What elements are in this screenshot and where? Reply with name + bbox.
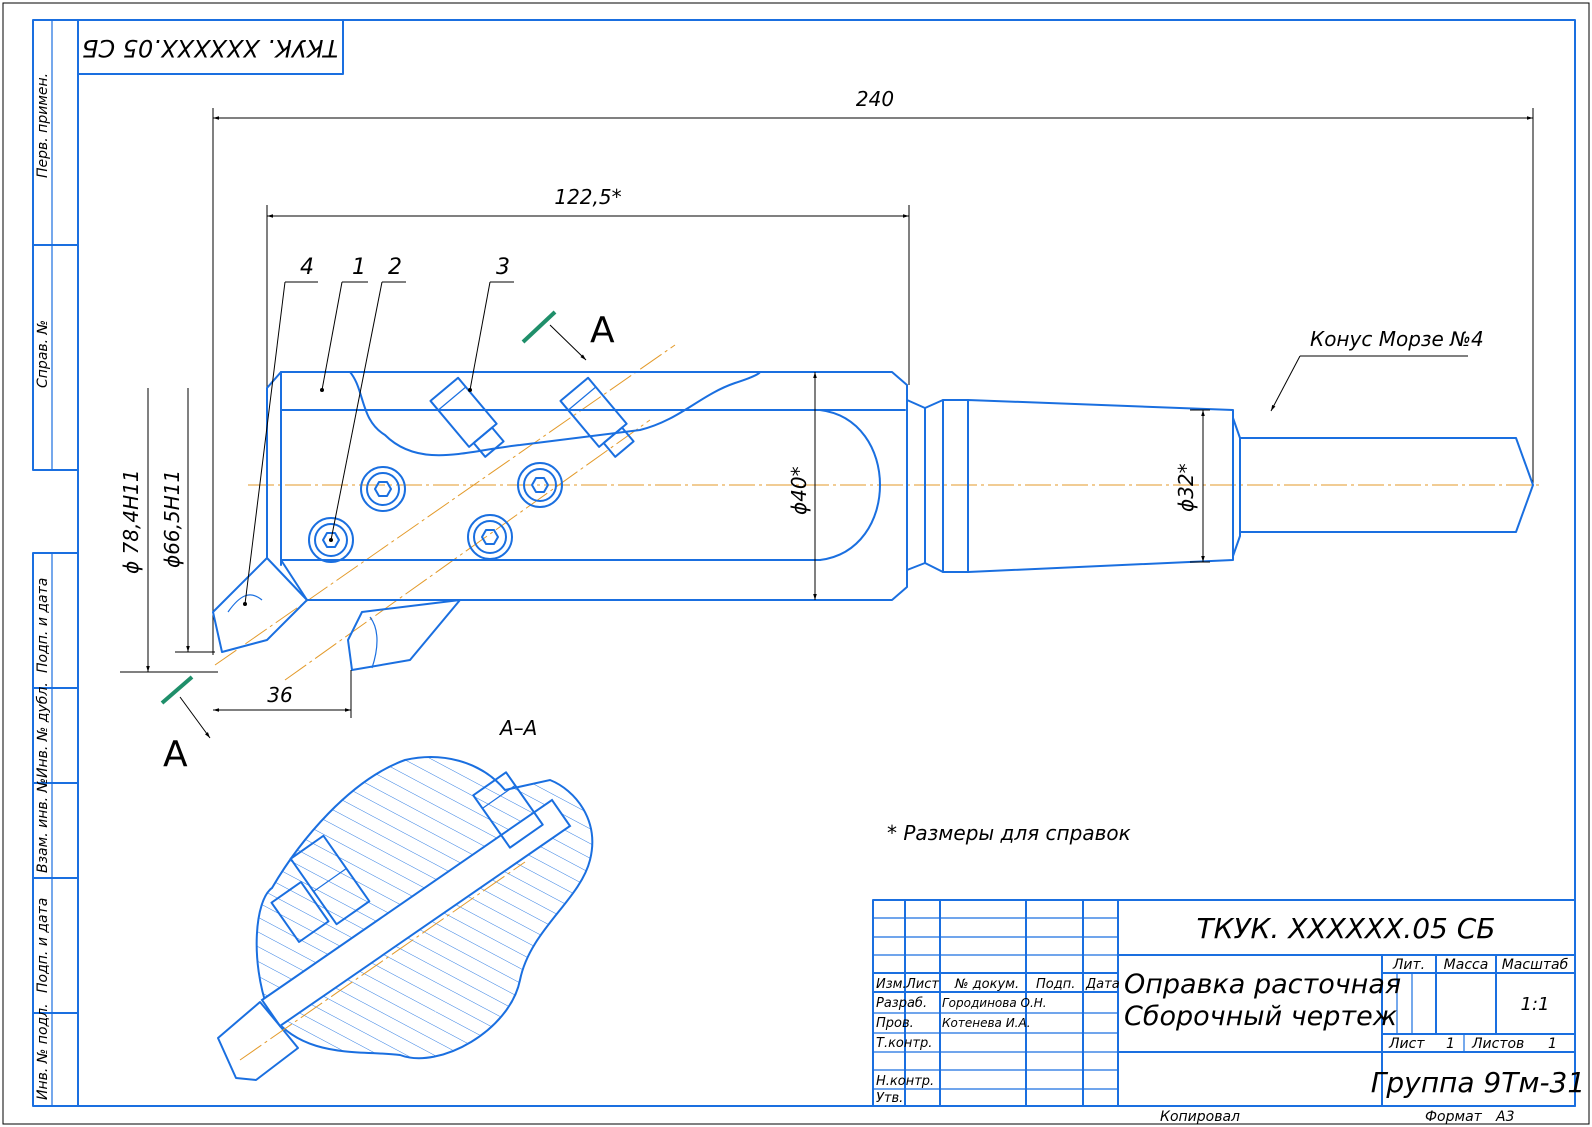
group-label: Группа 9Тм-31	[1371, 1066, 1585, 1099]
label-inv-podl: Инв. № подл.	[35, 1003, 51, 1100]
hdr-list: Лист	[905, 977, 939, 992]
callout-1: 1	[352, 255, 366, 280]
sheets-value: 1	[1548, 1036, 1557, 1052]
label-podp-data-1: Подп. и дата	[35, 578, 51, 673]
dim-d78-text: ϕ 78,4H11	[119, 469, 143, 574]
label-inv-dubl: Инв. № дубл.	[35, 682, 51, 778]
dimension-d32: ϕ32*	[1174, 409, 1210, 563]
dim-122-text: 122,5*	[554, 185, 621, 209]
hdr-podp: Подп.	[1036, 977, 1075, 992]
label-perv-primen: Перв. примен.	[35, 73, 51, 178]
dimension-d40: ϕ40*	[787, 372, 817, 600]
section-marker-top: А	[521, 310, 615, 361]
callout-leaders: 4 1 2 3	[243, 255, 514, 606]
hdr-n-dokum: № докум.	[954, 977, 1019, 992]
callout-3: 3	[496, 255, 510, 280]
title-block-code: ТКУК. ХХХХХХ.05 СБ	[1196, 912, 1495, 945]
title-block: Изм. Лист № докум. Подп. Дата Разраб. Го…	[872, 899, 1585, 1107]
section-title: А–А	[498, 716, 537, 740]
dim-240-text: 240	[856, 87, 894, 111]
callout-2: 2	[388, 255, 402, 280]
label-sprav-no: Справ. №	[35, 320, 51, 388]
lbl-sheets: Листов	[1471, 1036, 1524, 1052]
label-vzam-inv: Взам. инв. №	[35, 778, 51, 873]
boring-bar-body	[212, 371, 1534, 671]
section-letter-top: А	[590, 310, 615, 351]
dim-d40-text: ϕ40*	[787, 466, 811, 515]
section-letter-bottom: А	[163, 734, 188, 775]
sheet-value: 1	[1446, 1036, 1455, 1052]
dimension-36: 36	[213, 670, 352, 718]
dimension-d66: ϕ66,5H11	[160, 388, 215, 653]
title-line-2: Сборочный чертеж	[1124, 1001, 1398, 1032]
role-prov: Пров.	[876, 1016, 914, 1031]
name-prov: Котенева И.А.	[942, 1016, 1031, 1030]
dim-d66-text: ϕ66,5H11	[160, 470, 184, 568]
screws	[429, 376, 635, 458]
section-axis	[214, 344, 676, 666]
footer-format-value: А3	[1495, 1109, 1514, 1125]
label-podp-data-2: Подп. и дата	[35, 898, 51, 993]
section-marker-bottom: А	[160, 675, 211, 775]
dimension-240: 240	[212, 87, 1534, 655]
hdr-data: Дата	[1085, 977, 1120, 992]
top-code-box: ТКУК. ХХХХХХ.05 СБ	[77, 19, 344, 75]
socket-head-screws	[308, 462, 563, 563]
lbl-lit: Лит.	[1392, 957, 1425, 973]
footer-copied: Копировал	[1160, 1109, 1240, 1125]
morse-taper-leader: Конус Морзе №4	[1270, 327, 1484, 412]
reference-note: * Размеры для справок	[887, 821, 1131, 845]
title-line-1: Оправка расточная	[1124, 969, 1401, 1000]
role-t-kontr: Т.контр.	[876, 1036, 932, 1051]
insert-axis	[284, 419, 651, 681]
role-razrab: Разраб.	[876, 996, 927, 1011]
dimension-d78: ϕ 78,4H11	[119, 388, 218, 673]
lbl-masshtab: Масштаб	[1502, 957, 1569, 973]
scale-value: 1:1	[1521, 994, 1550, 1015]
dimension-122-5: 122,5*	[266, 185, 910, 420]
lbl-sheet: Лист	[1388, 1036, 1425, 1052]
dim-d32-text: ϕ32*	[1174, 463, 1198, 512]
footer-format-label: Формат	[1425, 1109, 1483, 1125]
left-side-strip: Перв. примен. Справ. № Подп. и дата Инв.…	[32, 19, 79, 1107]
hdr-izm: Изм.	[876, 977, 907, 992]
top-code-text: ТКУК. ХХХХХХ.05 СБ	[82, 34, 338, 62]
morse-taper-text: Конус Морзе №4	[1310, 327, 1484, 351]
role-utv: Утв.	[876, 1091, 903, 1106]
dim-36-text: 36	[267, 683, 292, 707]
lbl-massa: Масса	[1444, 957, 1489, 973]
name-razrab: Городинова О.Н.	[942, 996, 1047, 1010]
callout-4: 4	[300, 255, 314, 280]
role-n-kontr: Н.контр.	[876, 1074, 934, 1089]
section-a-a-view	[217, 756, 594, 1081]
